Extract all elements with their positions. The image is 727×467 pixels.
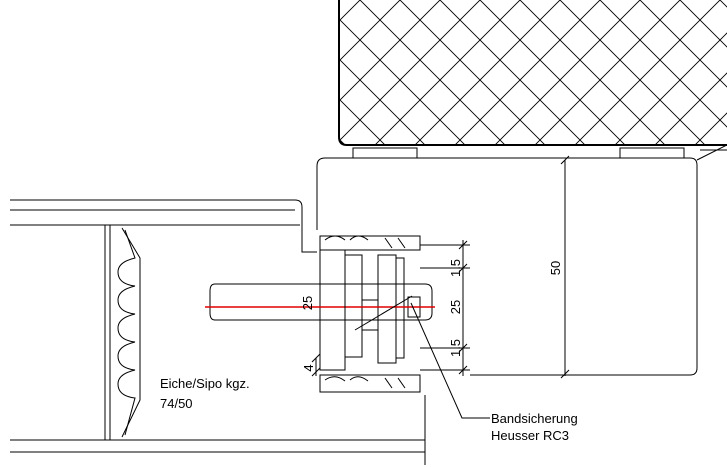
callout-label-line1: Bandsicherung xyxy=(491,411,578,426)
dim-middle-gap: 25 xyxy=(448,300,463,314)
wood-label-line1: Eiche/Sipo kgz. xyxy=(160,376,250,391)
dimension-lines xyxy=(311,155,570,379)
door-leaf xyxy=(10,199,426,465)
frame-profile xyxy=(316,144,727,376)
dim-offset: 4 xyxy=(301,364,316,371)
dim-frame-depth: 50 xyxy=(548,261,563,275)
wood-label-line2: 74/50 xyxy=(160,396,193,411)
hinge-assembly xyxy=(319,235,421,393)
callout-leader xyxy=(354,295,490,419)
callout-label-line2: Heusser RC3 xyxy=(491,428,569,443)
hinge-pin xyxy=(209,283,433,321)
wall-insulation xyxy=(338,0,727,146)
dim-top-gap: 1.5 xyxy=(448,259,463,277)
seal-strips xyxy=(352,147,685,159)
dim-hinge-width: 25 xyxy=(300,296,315,310)
dim-bottom-gap: 1.5 xyxy=(448,339,463,357)
